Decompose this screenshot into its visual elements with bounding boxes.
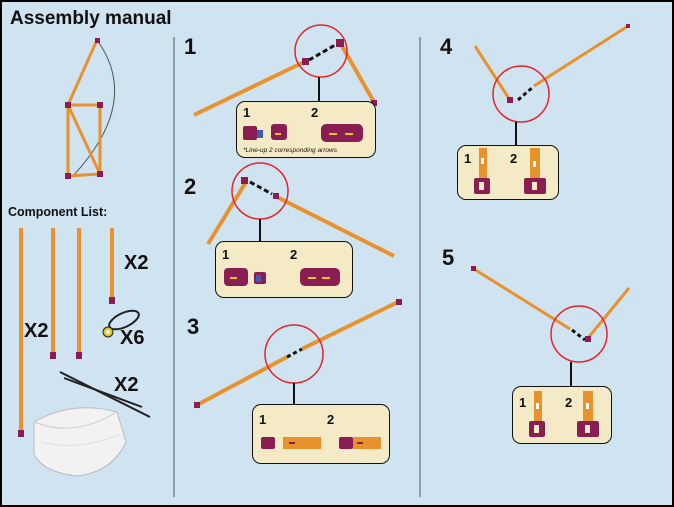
- step-1-number: 1: [184, 34, 197, 59]
- step-1-illustration: [193, 24, 377, 117]
- step-4-detail-inset: 1 2: [457, 145, 559, 200]
- step-3-number: 3: [187, 314, 200, 339]
- step-3-sub-label-1: 1: [259, 412, 267, 427]
- step-5-illustration: [471, 266, 631, 387]
- carrying-bag-illustration: [33, 407, 127, 477]
- assembled-frame-illustration: [65, 38, 116, 179]
- step-5-number: 5: [442, 245, 455, 270]
- step-2-detail-parts: [224, 268, 340, 286]
- long-rod-quantity: X2: [24, 320, 49, 342]
- step-1-sub-label-1: 1: [243, 105, 251, 120]
- step-5-detail-parts: [529, 391, 599, 437]
- step-3-illustration: [194, 299, 402, 408]
- step-1-sub-label-2: 2: [311, 105, 319, 120]
- cable-quantity: X2: [114, 374, 139, 396]
- step-4-sub-label-2: 2: [510, 151, 518, 166]
- step-2-illustration: [206, 162, 395, 258]
- component-list-label: Component List:: [8, 205, 108, 219]
- step-1-alignment-note: *Line-up 2 corresponding arrows: [243, 147, 337, 154]
- step-3-detail-inset: 1 2: [252, 404, 390, 464]
- page-title: Assembly manual: [10, 8, 172, 29]
- step-4-number: 4: [440, 34, 453, 59]
- step-5-sub-label-2: 2: [565, 395, 573, 410]
- step-5-detail-inset: 1 2: [512, 386, 612, 444]
- component-rods: [18, 228, 115, 437]
- cable-illustration: [59, 371, 151, 418]
- step-3-detail-parts: [261, 437, 381, 449]
- step-2-sub-label-2: 2: [290, 247, 298, 262]
- connector-illustration: [102, 309, 140, 338]
- step-4-detail-parts: [474, 148, 546, 194]
- step-5-sub-label-1: 1: [519, 395, 527, 410]
- step-4-sub-label-1: 1: [464, 151, 472, 166]
- step-4-illustration: [473, 24, 630, 147]
- step-2-detail-inset: 1 2: [215, 241, 353, 298]
- step-2-sub-label-1: 1: [222, 247, 230, 262]
- step-1-detail-inset: 1 2 *Line-up 2 corresponding arrows: [236, 101, 376, 158]
- step-3-sub-label-2: 2: [327, 412, 335, 427]
- step-1-detail-parts: [243, 124, 363, 142]
- step-2-number: 2: [184, 174, 197, 199]
- connector-quantity: X6: [120, 327, 145, 349]
- short-rod-quantity: X2: [124, 252, 149, 274]
